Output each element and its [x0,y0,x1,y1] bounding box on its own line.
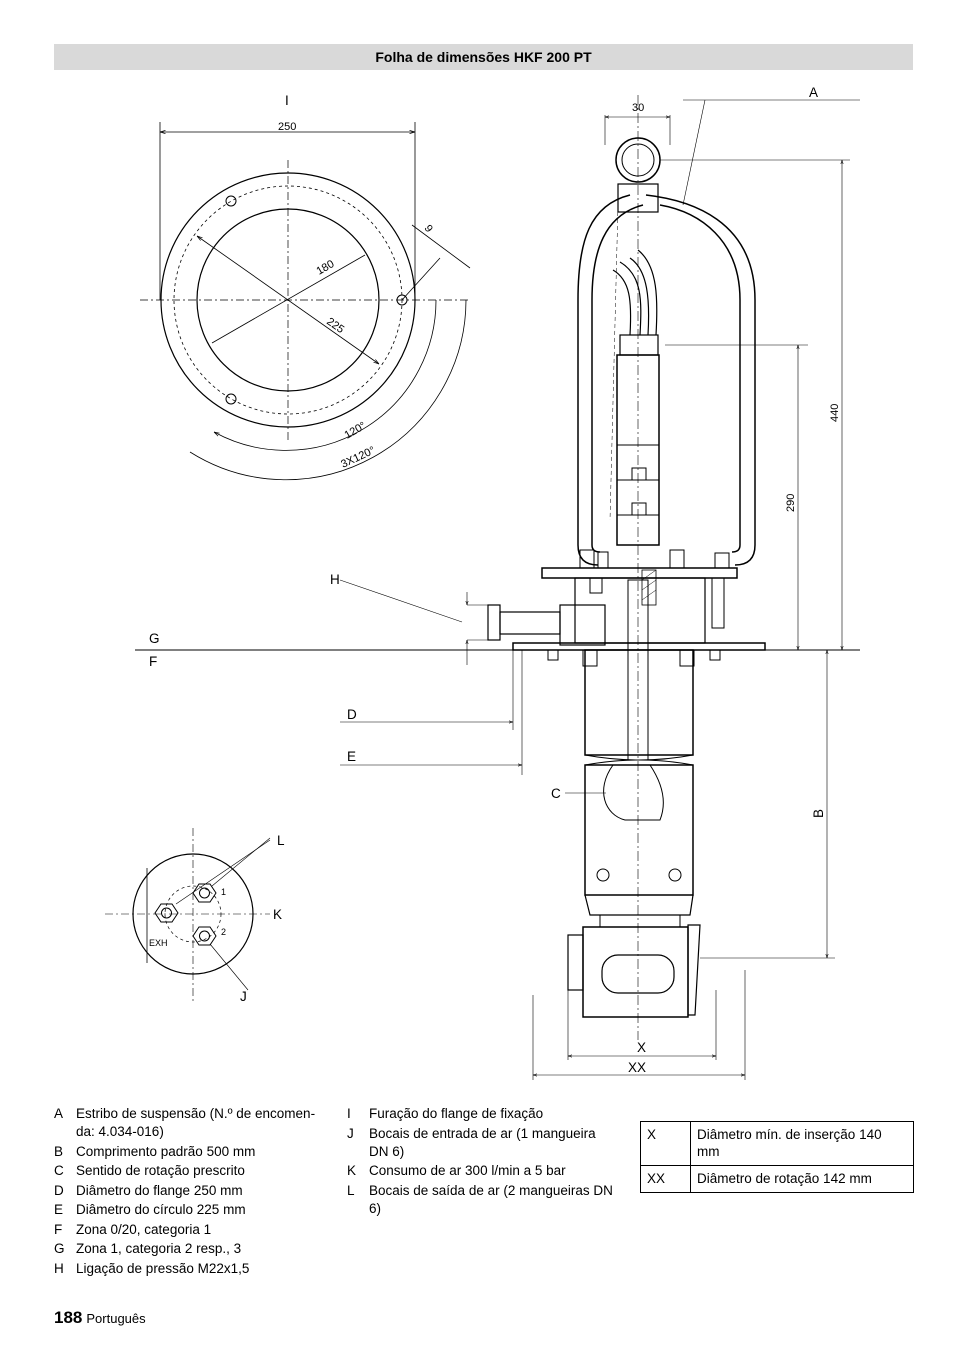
angle-3x120: 3X120° [339,445,377,471]
label-B: B [811,809,826,818]
page-title: Folha de dimensões HKF 200 PT [54,44,913,70]
label-J: J [240,989,247,1004]
dim-9: 9 [422,223,435,235]
table-cell-text: Diâmetro mín. de inserção 140 mm [690,1121,914,1166]
table-row: XX Diâmetro de rotação 142 mm [640,1165,914,1193]
port-label-exh: EXH [149,938,168,948]
flange-hole-pattern [140,122,471,481]
label-K: K [273,907,282,922]
technical-drawing: I A H G F D E C L K J X XX B 250 30 9 18… [105,85,860,1080]
dim-250: 250 [278,121,296,133]
label-X: X [637,1040,646,1055]
table-cell-key: XX [640,1165,691,1193]
dim-180: 180 [315,258,337,278]
dim-290: 290 [785,494,797,512]
port-label-2: 2 [221,927,226,937]
label-E: E [347,749,356,764]
dim-440: 440 [829,404,841,422]
label-L: L [277,833,285,848]
label-XX: XX [628,1060,646,1075]
label-H: H [330,572,340,587]
dim-30: 30 [632,102,644,114]
label-A: A [809,85,818,100]
table-cell-key: X [640,1121,691,1166]
label-D: D [347,707,357,722]
label-I: I [285,93,289,108]
dim-225: 225 [324,316,346,336]
table-row: X Diâmetro mín. de inserção 140 mm [640,1121,914,1166]
label-F: F [149,654,157,669]
label-G: G [149,631,160,646]
port-label-1: 1 [221,887,226,897]
page-number: 188 [54,1308,83,1327]
table-cell-text: Diâmetro de rotação 142 mm [690,1165,914,1193]
label-C: C [551,786,561,801]
angle-120: 120° [343,420,369,442]
pump-assembly [135,95,860,1080]
air-port-detail [105,828,271,1002]
language-label: Português [86,1311,146,1326]
diameter-table: X Diâmetro mín. de inserção 140 mm XX Di… [640,1121,914,1193]
